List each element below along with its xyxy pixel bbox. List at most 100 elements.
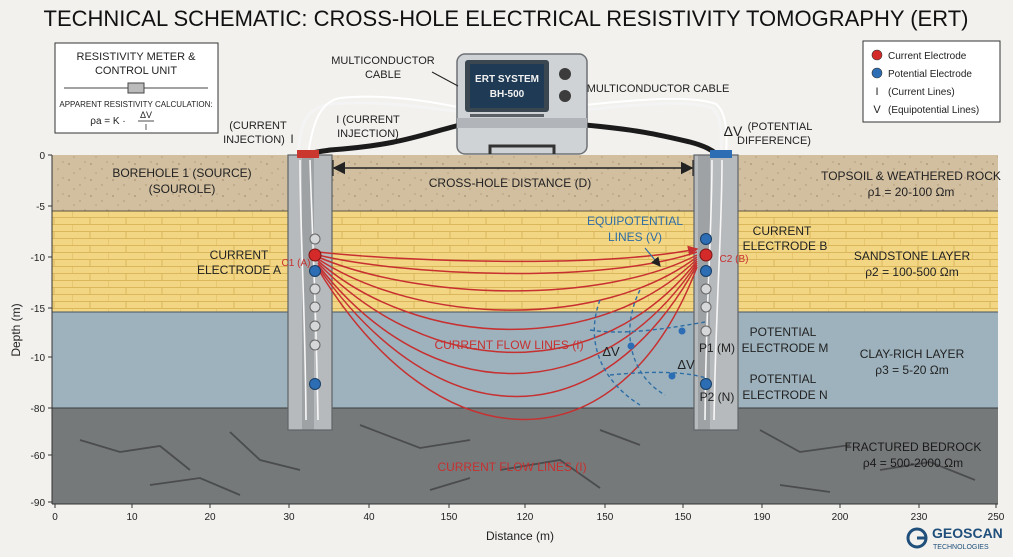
borehole-2-wellhead bbox=[710, 150, 732, 158]
c2-label: C2 (B) bbox=[720, 254, 749, 265]
meter-calc-label: APPARENT RESISTIVITY CALCULATION: bbox=[59, 100, 212, 109]
layer-topsoil-name: TOPSOIL & WEATHERED ROCK bbox=[821, 169, 1001, 183]
device-knob bbox=[559, 68, 571, 80]
potential-electrode-n-label-2: ELECTRODE N bbox=[742, 388, 827, 402]
borehole-1-wellhead bbox=[297, 150, 319, 158]
potential-electrode-m-label-2: ELECTRODE M bbox=[742, 341, 829, 355]
geoscan-logo: GEOSCAN TECHNOLOGIES bbox=[906, 525, 1003, 551]
x-tick-label: 200 bbox=[832, 512, 849, 523]
x-axis-label: Distance (m) bbox=[486, 529, 554, 543]
potential-electrode bbox=[700, 233, 712, 245]
x-tick-label: 30 bbox=[283, 512, 295, 523]
ert-system-unit: ERT SYSTEM BH-500 bbox=[456, 53, 588, 155]
cable-left-white bbox=[296, 101, 463, 156]
y-axis-label: Depth (m) bbox=[9, 303, 23, 356]
potential-difference-label-1: (POTENTIAL bbox=[748, 121, 813, 133]
logo-text: GEOSCAN bbox=[932, 525, 1003, 541]
legend-label: Current Electrode bbox=[888, 51, 967, 62]
legend-label: (Current Lines) bbox=[888, 87, 955, 98]
page-title: TECHNICAL SCHEMATIC: CROSS-HOLE ELECTRIC… bbox=[44, 6, 969, 31]
current-flow-label-1: CURRENT FLOW LINES (I) bbox=[434, 338, 583, 352]
layer-bedrock-name: FRACTURED BEDROCK bbox=[845, 440, 982, 454]
borehole-1-casing bbox=[287, 154, 333, 431]
device-screen bbox=[470, 64, 544, 108]
cable-right-white-2 bbox=[584, 97, 728, 156]
current-electrode-a-label-2: ELECTRODE A bbox=[197, 263, 281, 277]
x-tick-label: 150 bbox=[675, 512, 692, 523]
potential-electrode-a bbox=[309, 265, 321, 277]
electrode-ring bbox=[309, 283, 321, 295]
equipotential-pointer bbox=[644, 247, 661, 267]
borehole-2-casing bbox=[693, 154, 739, 431]
cable-left-label-1: MULTICONDUCTOR bbox=[331, 55, 435, 67]
cable-left-pointer bbox=[431, 71, 459, 87]
electrode-ring bbox=[309, 233, 321, 245]
current-electrode-b-label-2: ELECTRODE B bbox=[743, 239, 828, 253]
equipotential-lines bbox=[589, 289, 707, 406]
device-handle bbox=[488, 144, 556, 154]
equipotential-label-1: EQUIPOTENTIAL bbox=[587, 214, 683, 228]
x-tick-label: 150 bbox=[597, 512, 614, 523]
potential-electrode-n bbox=[700, 378, 712, 390]
legend-symbol: V bbox=[873, 104, 881, 116]
borehole-1-label-2: (SOUROLE) bbox=[149, 182, 216, 196]
x-tick-label: 10 bbox=[126, 512, 138, 523]
borehole-1-electrodes bbox=[308, 233, 322, 390]
x-tick-label: 40 bbox=[363, 512, 375, 523]
electrode-ring bbox=[309, 301, 321, 313]
meter-formula-denominator: I bbox=[145, 123, 147, 132]
p1-label: P1 (M) bbox=[699, 341, 735, 355]
y-tick-label: 0 bbox=[39, 151, 45, 162]
current-flow-lines bbox=[317, 245, 699, 421]
y-tick-label: -10 bbox=[31, 253, 46, 264]
layer-bedrock bbox=[52, 408, 998, 504]
cable-right-black bbox=[584, 122, 720, 157]
injection-b-label-2: INJECTION) bbox=[337, 128, 399, 140]
layer-sandstone-rho: ρ2 = 100-500 Ωm bbox=[865, 265, 959, 279]
device-screen-text: ERT SYSTEM bbox=[475, 74, 539, 85]
electrode-ring bbox=[700, 301, 712, 313]
meter-box-title-2: CONTROL UNIT bbox=[95, 65, 177, 77]
potential-electrode-n-label-1: POTENTIAL bbox=[750, 372, 817, 386]
cross-hole-distance-label: CROSS-HOLE DISTANCE (D) bbox=[429, 176, 591, 190]
layer-clay-rho: ρ3 = 5-20 Ωm bbox=[875, 363, 949, 377]
legend-frame bbox=[862, 40, 1001, 123]
x-tick-label: 0 bbox=[52, 512, 58, 523]
injection-a-symbol: I bbox=[290, 132, 293, 146]
device-lid-band bbox=[457, 118, 587, 128]
potential-electrode bbox=[700, 265, 712, 277]
legend-swatch bbox=[871, 49, 883, 61]
current-flow-label-2: CURRENT FLOW LINES (I) bbox=[437, 460, 586, 474]
potential-electrode-b1 bbox=[309, 378, 321, 390]
electrode-ring bbox=[700, 325, 712, 337]
cable-right-label: MULTICONDUCTOR CABLE bbox=[587, 83, 730, 95]
logo-subtext: TECHNOLOGIES bbox=[933, 544, 989, 551]
equipotential-node bbox=[668, 372, 676, 380]
potential-difference-label-2: DIFFERENCE) bbox=[737, 135, 811, 147]
layer-topsoil-rho: ρ1 = 20-100 Ωm bbox=[868, 185, 955, 199]
x-tick-label: 250 bbox=[988, 512, 1005, 523]
cable-left-white-2 bbox=[307, 95, 463, 156]
p2-label: P2 (N) bbox=[700, 390, 735, 404]
y-tick-label: -60 bbox=[31, 451, 46, 462]
meter-formula-lhs: ρa = K · bbox=[90, 116, 125, 127]
potential-difference-symbol: ΔV bbox=[724, 123, 743, 139]
electrode-ring bbox=[309, 320, 321, 332]
meter-formula-numerator: ΔV bbox=[140, 110, 152, 120]
y-tick-label: -80 bbox=[31, 404, 46, 415]
bedrock-fractures bbox=[79, 424, 976, 496]
c1-label: C1 (A) bbox=[282, 258, 311, 269]
x-tick-label: 230 bbox=[911, 512, 928, 523]
x-tick-label: 150 bbox=[441, 512, 458, 523]
resistor-symbol-icon bbox=[127, 82, 145, 94]
legend-label: Potential Electrode bbox=[888, 69, 972, 80]
potential-electrode-m-label-1: POTENTIAL bbox=[750, 325, 817, 339]
x-tick-label: 190 bbox=[754, 512, 771, 523]
borehole-2-electrodes bbox=[699, 233, 713, 390]
current-electrode-b-label-1: CURRENT bbox=[753, 224, 812, 238]
cable-right-white bbox=[584, 102, 723, 156]
